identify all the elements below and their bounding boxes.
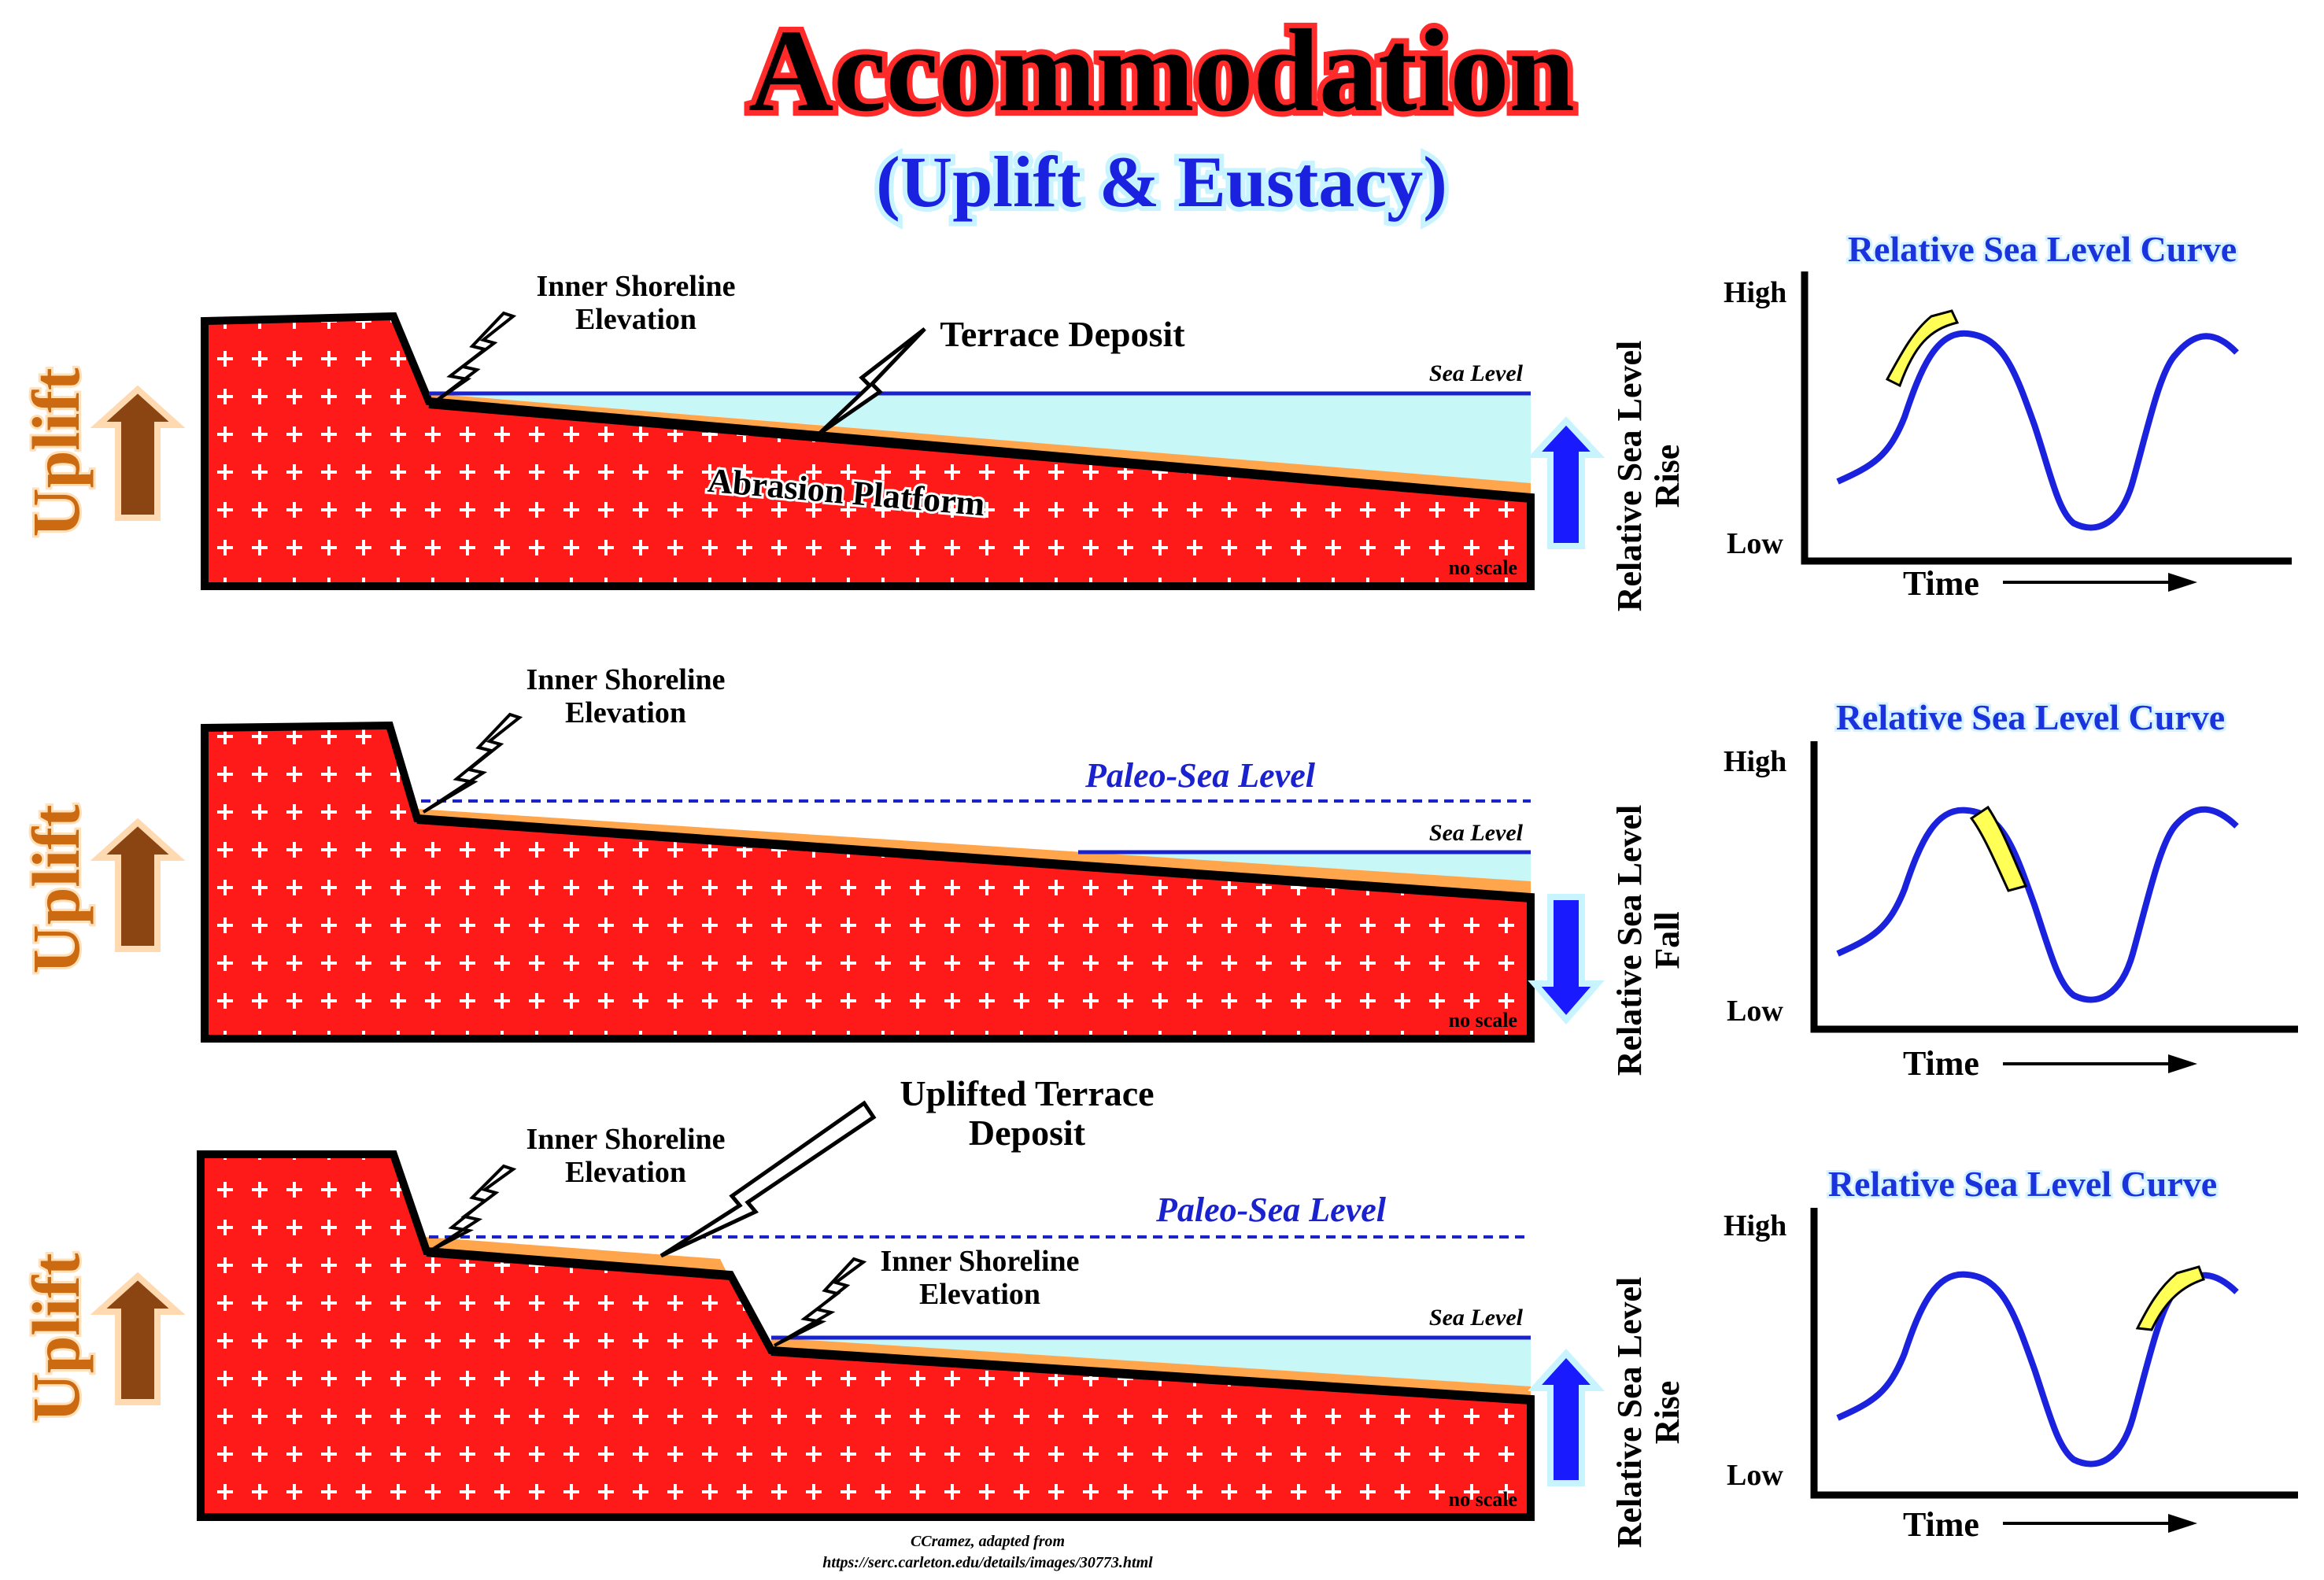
curve-1: Relative Sea Level Curve High Low Time <box>1724 227 2292 603</box>
lightning-pointer <box>428 1164 517 1253</box>
low-label: Low <box>1727 1459 1783 1492</box>
page-subtitle: (Uplift & Eustacy) <box>876 142 1447 222</box>
uplift-arrow <box>90 385 186 521</box>
inner-shoreline-label: Inner Shoreline <box>526 663 725 696</box>
low-label: Low <box>1727 527 1783 560</box>
lightning-pointer <box>773 1257 867 1347</box>
inner-shoreline-label-2: Elevation <box>919 1278 1040 1311</box>
time-arrow-head <box>2168 573 2197 592</box>
uplifted-terrace-label: Deposit <box>969 1113 1086 1153</box>
curve-3: Relative Sea Level Curve High Low Time <box>1724 1161 2298 1544</box>
inner-shoreline-label-2: Inner Shoreline <box>880 1245 1079 1278</box>
sea-level-label: Sea Level <box>1429 360 1524 386</box>
sea-level-label: Sea Level <box>1429 820 1524 846</box>
lightning-pointer <box>422 712 523 814</box>
sea-level-label: Sea Level <box>1429 1305 1524 1331</box>
no-scale-label: no scale <box>1449 1009 1517 1032</box>
abrasion-platform-line <box>416 816 1531 903</box>
inner-shoreline-label: Elevation <box>565 696 686 729</box>
curve-title: Relative Sea Level Curve <box>1836 697 2225 737</box>
curve-highlight <box>2135 1265 2205 1331</box>
no-scale-label: no scale <box>1449 556 1517 579</box>
rsl-label: Rise <box>1648 1381 1687 1445</box>
rsl-label: Relative Sea Level <box>1610 805 1649 1076</box>
time-label: Time <box>1903 564 1979 603</box>
uplift-label: Uplift <box>18 804 94 973</box>
page-title: Accommodation <box>748 6 1575 136</box>
axes <box>1801 271 2292 565</box>
rsl-rise-arrow <box>1527 1349 1605 1486</box>
panel-2: Paleo-Sea Level Sea Level no scale Inner… <box>16 663 1687 1076</box>
axes <box>1810 741 2298 1033</box>
no-scale-label: no scale <box>1449 1488 1517 1511</box>
uplifted-terrace-pointer <box>660 1100 877 1258</box>
inner-shoreline-label: Elevation <box>575 303 696 336</box>
terrace-deposit-label: Terrace Deposit <box>940 314 1185 354</box>
rsl-label: Rise <box>1648 445 1687 508</box>
credit-line: CCramez, adapted from <box>911 1533 1065 1550</box>
panel-1: Sea Level no scale Abrasion Platform Inn… <box>16 270 1687 612</box>
axes <box>1810 1208 2298 1499</box>
curve-2: Relative Sea Level Curve High Low Time <box>1724 695 2298 1083</box>
high-label: High <box>1724 1209 1786 1242</box>
curve-title: Relative Sea Level Curve <box>1848 229 2237 269</box>
rsl-rise-arrow <box>1527 416 1605 549</box>
curve-title: Relative Sea Level Curve <box>1828 1164 2217 1204</box>
terrace-pointer <box>817 327 926 437</box>
panel-3: Paleo-Sea Level Sea Level no scale Inner… <box>16 1073 1687 1549</box>
time-arrow-head <box>2168 1054 2197 1073</box>
rsl-label: Relative Sea Level <box>1610 341 1649 612</box>
lightning-pointer <box>430 311 517 406</box>
low-label: Low <box>1727 995 1783 1028</box>
uplift-arrow <box>90 1272 186 1405</box>
paleo-sea-level-label: Paleo-Sea Level <box>1084 756 1316 795</box>
inner-shoreline-label: Inner Shoreline <box>526 1123 725 1156</box>
sea-level-curve <box>1836 1271 2239 1467</box>
sea-level-curve <box>1836 330 2239 531</box>
curve-highlight <box>1885 309 1960 388</box>
curve-highlight <box>1969 805 2028 892</box>
paleo-sea-level-label: Paleo-Sea Level <box>1155 1191 1387 1229</box>
credit-url: https://serc.carleton.edu/details/images… <box>822 1554 1153 1571</box>
time-label: Time <box>1903 1505 1979 1544</box>
time-label: Time <box>1903 1044 1979 1083</box>
water <box>429 393 1531 488</box>
high-label: High <box>1724 276 1786 309</box>
abrasion-platform-line <box>770 1348 1531 1405</box>
inner-shoreline-label: Inner Shoreline <box>536 270 735 303</box>
uplift-arrow <box>90 818 186 952</box>
abrasion-platform-line <box>428 401 1531 503</box>
uplift-label: Uplift <box>18 367 94 537</box>
high-label: High <box>1724 745 1786 778</box>
uplifted-terrace-label: Uplifted Terrace <box>900 1073 1154 1113</box>
uplift-label: Uplift <box>18 1253 94 1422</box>
sea-level-curve <box>1836 806 2239 1003</box>
uplifted-platform-line <box>426 1249 731 1280</box>
inner-shoreline-label: Elevation <box>565 1156 686 1189</box>
rsl-label: Fall <box>1648 911 1687 969</box>
rsl-fall-arrow <box>1528 894 1605 1025</box>
rock-block <box>197 1150 1535 1521</box>
rsl-label: Relative Sea Level <box>1610 1277 1649 1549</box>
time-arrow-head <box>2168 1514 2197 1533</box>
